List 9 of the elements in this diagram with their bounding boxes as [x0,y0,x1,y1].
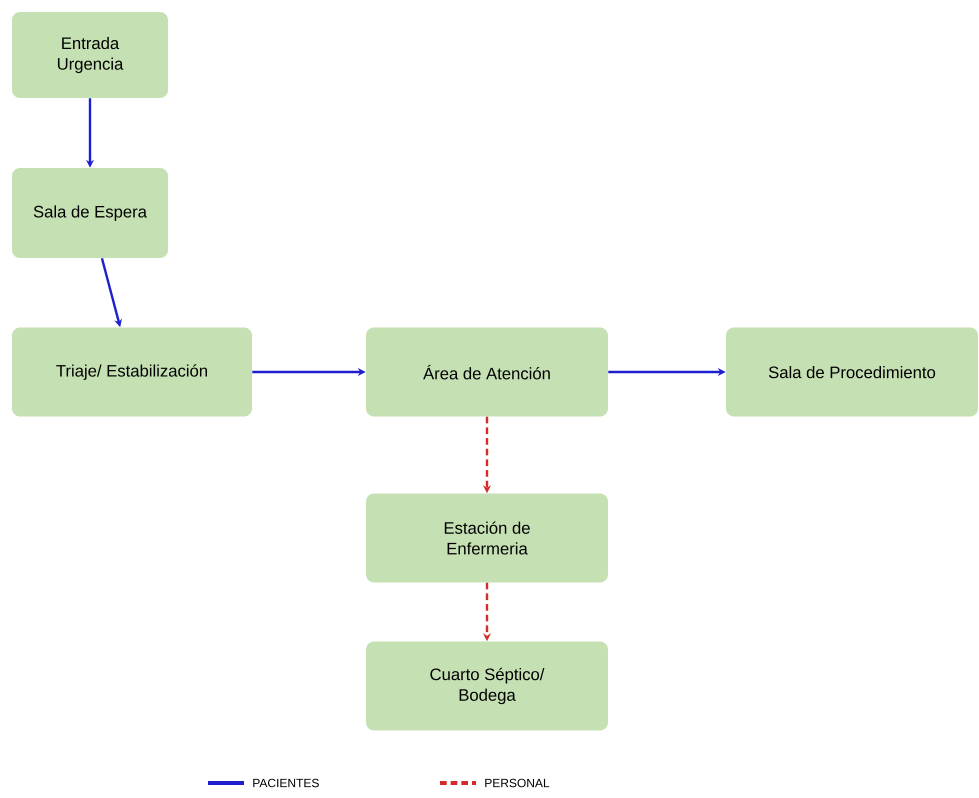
process-box: Estación de Enfermeria [366,494,608,582]
legend-label: PERSONAL [485,778,550,788]
legend-label: PACIENTES [253,778,319,788]
process-box: Entrada Urgencia [12,12,168,98]
process-box: Sala de Espera [12,168,168,258]
process-box: Área de Atención [366,328,608,416]
process-box: Sala de Procedimiento [726,328,978,416]
process-box: Triaje/ Estabilización [12,328,252,416]
process-box: Cuarto Séptico/ Bodega [366,642,608,730]
